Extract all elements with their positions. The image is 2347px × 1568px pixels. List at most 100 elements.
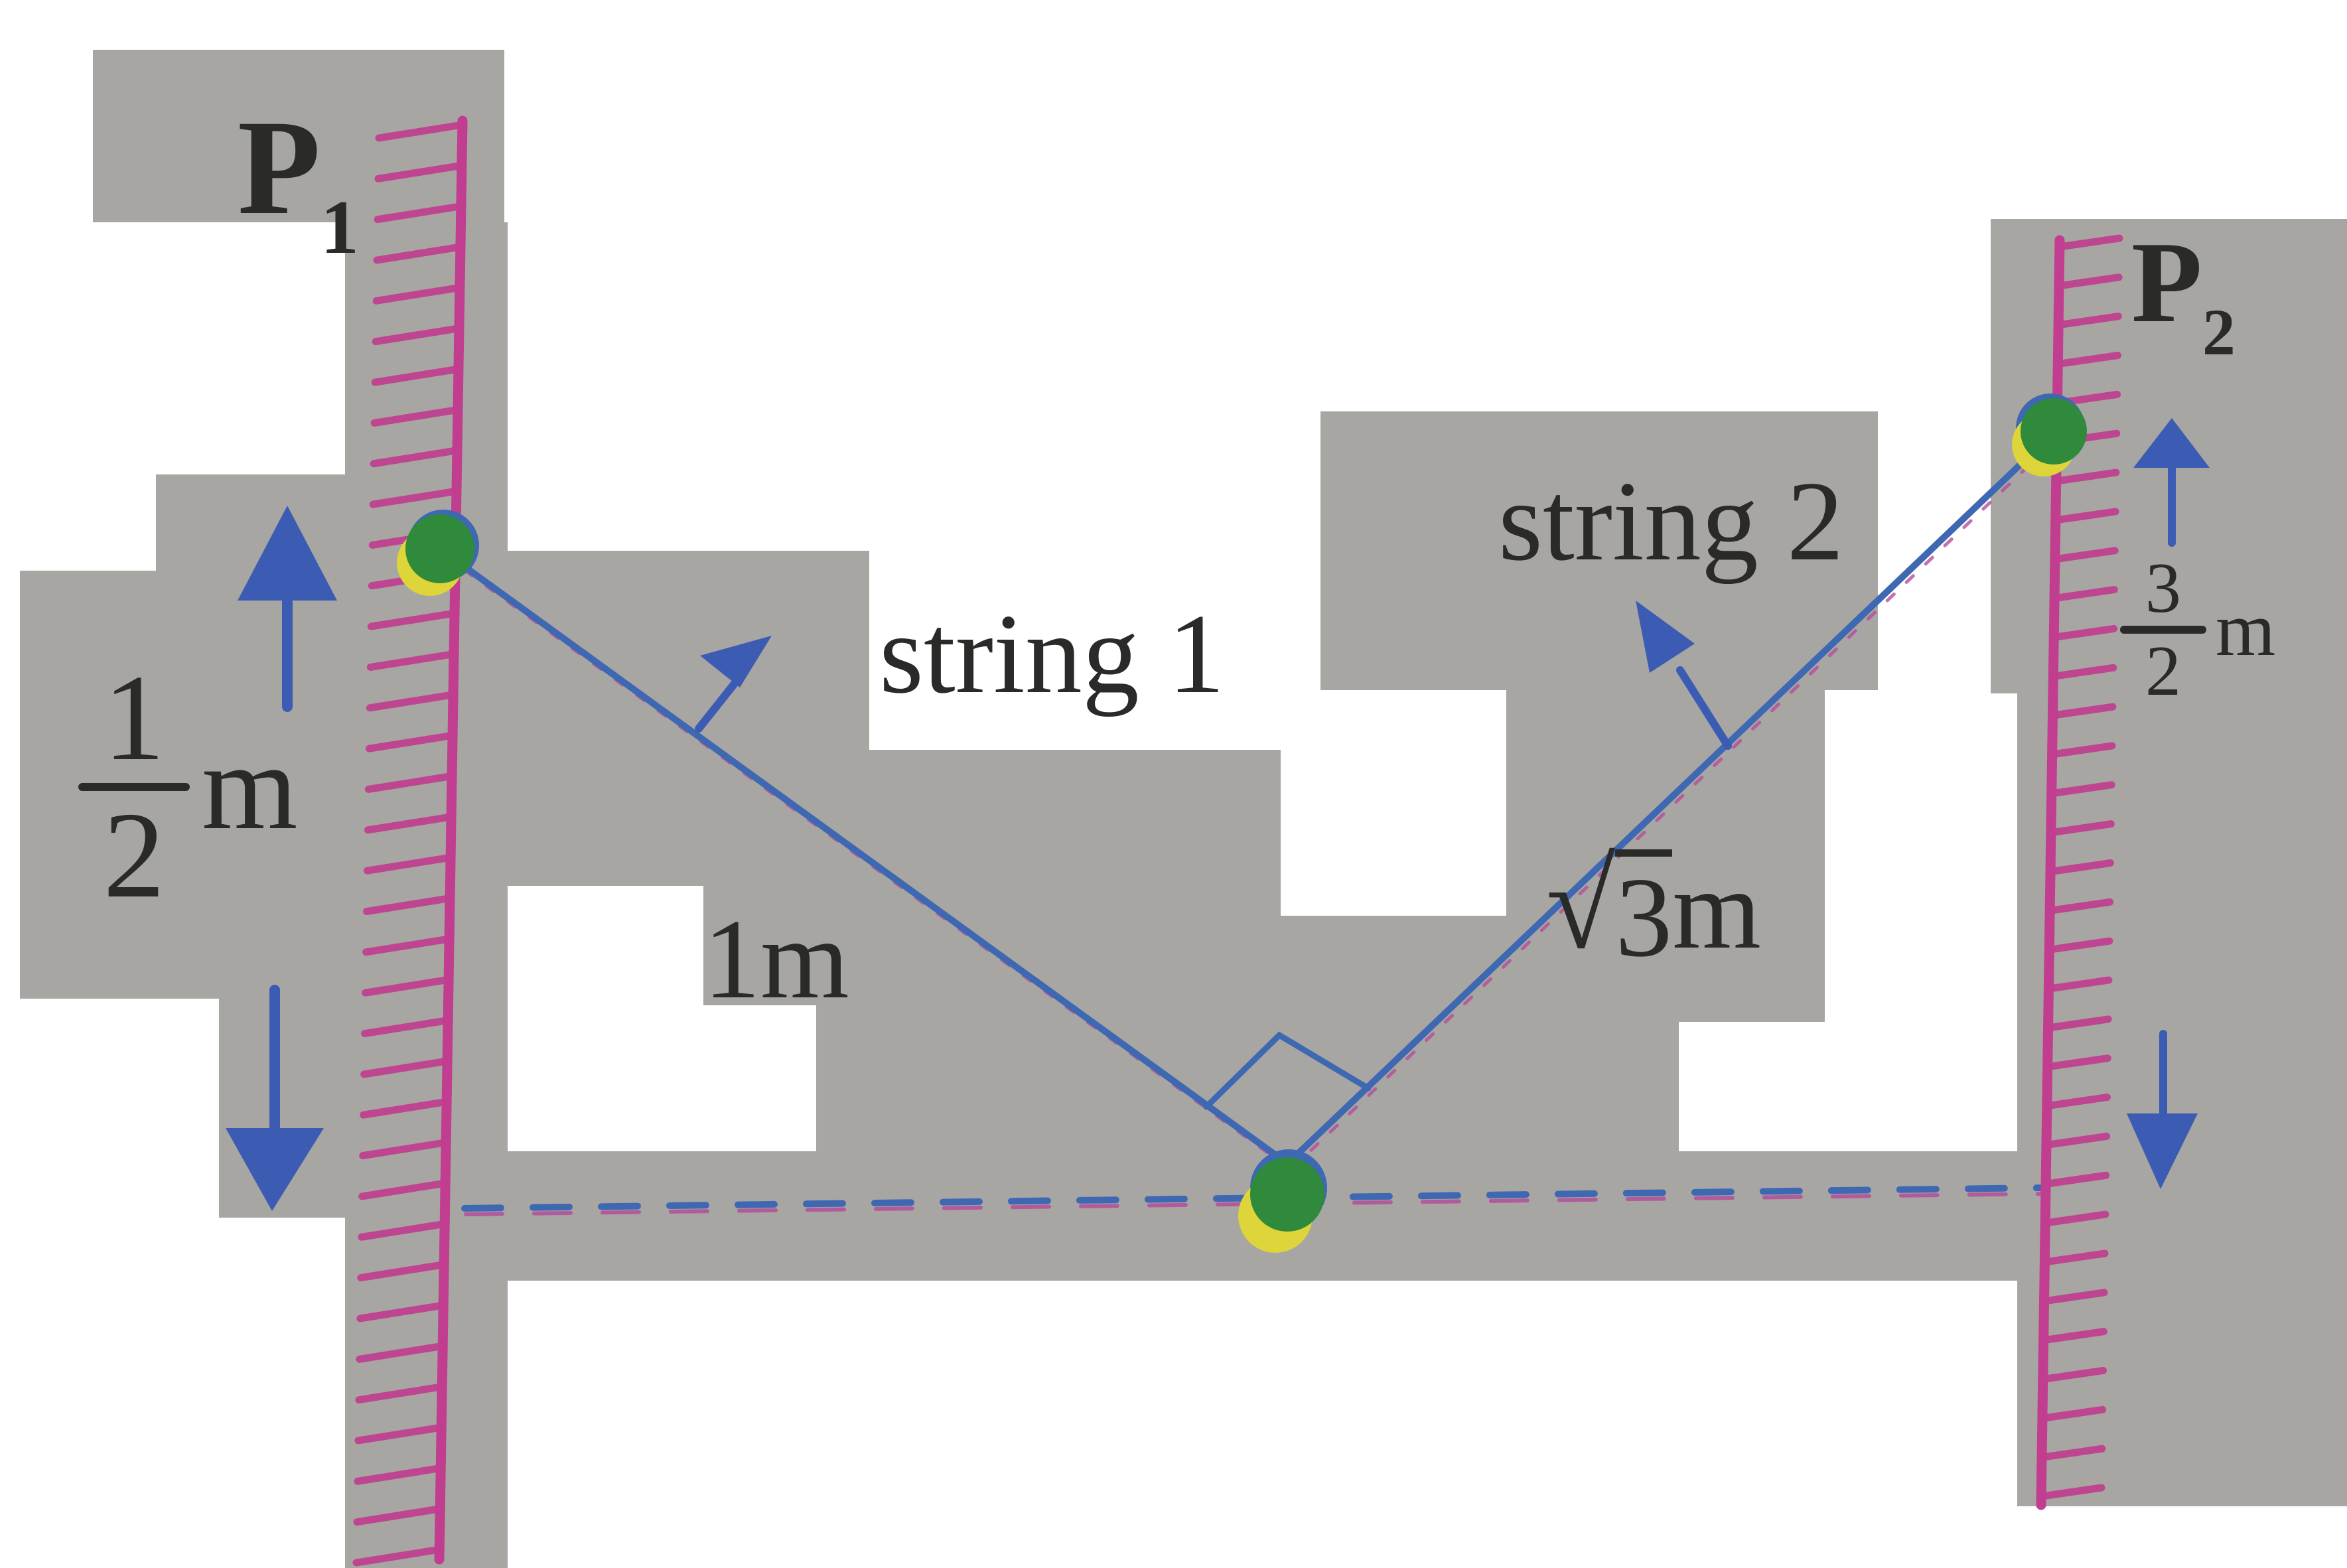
hatch-mark xyxy=(2038,1484,2105,1500)
sqrt-radicand: 3 xyxy=(1615,849,1673,975)
hatch-mark xyxy=(357,1261,449,1282)
hatch-mark xyxy=(360,1057,452,1078)
hatch-mark xyxy=(2042,1210,2109,1227)
hatch-mark xyxy=(364,853,455,875)
right-up-arrow-head xyxy=(2133,418,2210,468)
hatch-mark xyxy=(358,1220,449,1241)
hatch-mark xyxy=(2044,1015,2112,1032)
hatch-mark xyxy=(2047,859,2114,875)
hatch-mark xyxy=(371,365,462,386)
hatch-mark xyxy=(374,202,465,224)
hatch-mark xyxy=(2051,547,2119,563)
hatch-mark xyxy=(2040,1289,2108,1305)
hatch-mark xyxy=(2040,1366,2107,1383)
patch xyxy=(219,995,375,1218)
hatch-mark xyxy=(2040,1328,2107,1344)
hatch-mark xyxy=(2056,234,2123,251)
background-patches xyxy=(20,50,2347,1568)
hatch-mark xyxy=(2041,1249,2109,1266)
hatch-mark xyxy=(374,161,466,182)
hatch-mark xyxy=(356,1342,447,1363)
hatch-mark xyxy=(2049,703,2117,719)
right-angle-marker xyxy=(1203,1031,1372,1110)
patch xyxy=(93,50,504,222)
hatch-mark xyxy=(2054,313,2122,329)
left-peg xyxy=(405,514,474,583)
hatch-mark xyxy=(363,894,455,916)
right-height-numerator: 3 xyxy=(2145,549,2181,628)
left-up-arrow-head xyxy=(238,506,337,601)
pole1-letter: P xyxy=(238,92,321,243)
hatch-mark xyxy=(2045,976,2113,993)
hatch-mark xyxy=(358,1179,450,1200)
hatch-mark xyxy=(372,283,464,305)
hatch-mark xyxy=(2050,624,2118,641)
hatch-mark xyxy=(2038,1445,2106,1461)
hatch-mark xyxy=(2050,664,2117,680)
hatch-mark xyxy=(370,405,462,427)
hatch-mark xyxy=(355,1383,447,1404)
hatch-mark xyxy=(354,1464,445,1485)
pole2-subscript: 2 xyxy=(2202,295,2236,369)
hatch-mark xyxy=(356,1301,448,1322)
hatch-mark xyxy=(361,1017,453,1038)
pole1-label: P1 xyxy=(238,100,359,265)
hatch-mark xyxy=(2048,742,2116,758)
string1-line xyxy=(437,545,1289,1166)
hatch-mark xyxy=(2046,937,2113,954)
hatch-mark xyxy=(370,447,461,468)
hatch-mark xyxy=(366,650,458,671)
hatch-mark xyxy=(367,609,459,630)
patch xyxy=(501,551,869,886)
left-fraction-bar xyxy=(78,783,190,792)
hatch-mark xyxy=(2052,468,2120,485)
left-height-fraction: 1 2 xyxy=(78,653,190,924)
left-height-measure: 1 2 m xyxy=(78,653,298,924)
right-fraction-bar xyxy=(2120,626,2206,634)
hatch-mark xyxy=(365,731,457,752)
right-height-denominator: 2 xyxy=(2145,632,2181,711)
string1-label: string 1 xyxy=(879,591,1225,717)
pole2-label: P2 xyxy=(2131,224,2236,366)
hatch-mark xyxy=(366,691,457,712)
strings xyxy=(437,429,2059,1171)
hatch-mark xyxy=(364,772,456,793)
pole2-letter: P xyxy=(2131,218,2202,346)
hatch-mark xyxy=(2054,352,2121,368)
left-height-denominator: 2 xyxy=(103,787,165,924)
hatch-mark xyxy=(362,975,453,997)
left-pole-hatching xyxy=(352,121,466,1567)
string2-arrow-shaft xyxy=(1676,666,1732,750)
string2-fringe xyxy=(1290,437,2059,1171)
hatch-mark xyxy=(362,935,454,956)
hatch-mark xyxy=(364,813,455,834)
right-pole-hatching xyxy=(2038,234,2123,1500)
hatch-mark xyxy=(2047,820,2115,837)
string1-length-label: 1m xyxy=(703,896,849,1023)
hatch-mark xyxy=(2042,1171,2110,1188)
left-pole xyxy=(352,115,468,1567)
hatch-mark xyxy=(372,324,463,346)
right-down-arrow-head xyxy=(2127,1113,2198,1189)
hatch-mark xyxy=(2048,781,2115,798)
pole1-subscript: 1 xyxy=(320,185,359,269)
hatch-mark xyxy=(2050,586,2118,603)
hatch-mark xyxy=(2039,1405,2107,1422)
right-peg xyxy=(2021,398,2087,464)
hatch-mark xyxy=(373,243,464,264)
pegs-and-mass xyxy=(397,393,2087,1253)
string2-line xyxy=(1285,429,2057,1166)
sqrt-unit: m xyxy=(1672,847,1762,973)
hatch-mark xyxy=(359,1139,451,1160)
hatch-mark xyxy=(2055,273,2123,290)
string1-arrow-head xyxy=(700,636,772,687)
hatch-mark xyxy=(2043,1132,2111,1149)
hatch-mark xyxy=(375,121,466,142)
mass xyxy=(1250,1157,1324,1232)
left-height-unit: m xyxy=(202,719,298,856)
hatch-mark xyxy=(353,1505,445,1526)
sqrt-expression: √3 xyxy=(1546,843,1673,975)
string2-arrow-head xyxy=(1636,601,1695,673)
